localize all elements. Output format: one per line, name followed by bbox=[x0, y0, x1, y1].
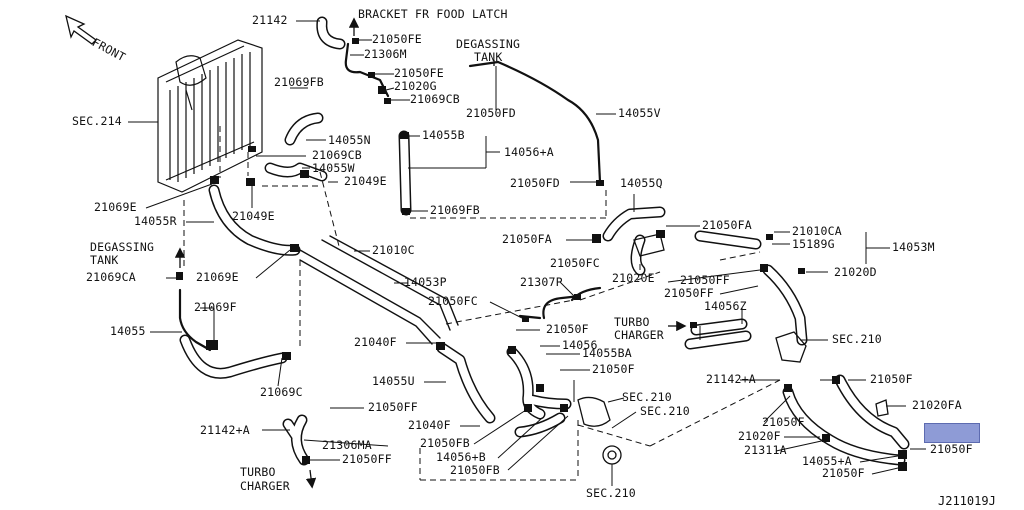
part-label-21069E-a: 21069E bbox=[94, 200, 137, 214]
part-label-14053M: 14053M bbox=[892, 240, 935, 254]
section-label-210-c: SEC.210 bbox=[640, 404, 690, 418]
part-label-14055W: 14055W bbox=[312, 161, 355, 175]
part-label-21020E: 21020E bbox=[612, 271, 655, 285]
part-label-21050FB-b: 21050FB bbox=[450, 463, 500, 477]
part-label-21050FE-b: 21050FE bbox=[394, 66, 444, 80]
diagram-code: J211019J bbox=[938, 494, 996, 508]
part-label-14056Z: 14056Z bbox=[704, 299, 747, 313]
section-label-214: SEC.214 bbox=[72, 114, 122, 128]
front-arrow-icon bbox=[65, 14, 97, 45]
part-label-21040F-b: 21040F bbox=[408, 418, 451, 432]
part-label-14055B: 14055B bbox=[422, 128, 465, 142]
part-label-21050FD-b: 21050FD bbox=[510, 176, 560, 190]
bracket-fr-food-latch-label: BRACKET FR FOOD LATCH bbox=[358, 7, 508, 21]
section-label-210-d: SEC.210 bbox=[586, 486, 636, 500]
degassing-tank-top-tank: TANK bbox=[474, 50, 503, 64]
part-label-21306MA: 21306MA bbox=[322, 438, 372, 452]
part-label-21050F-f: 21050F bbox=[822, 466, 865, 480]
part-label-21049E-a: 21049E bbox=[344, 174, 387, 188]
part-label-21142A-left: 21142+A bbox=[200, 423, 250, 437]
part-label-21050FE-a: 21050FE bbox=[372, 32, 422, 46]
part-label-21050FF-d: 21050FF bbox=[342, 452, 392, 466]
hoses bbox=[178, 16, 910, 466]
part-label-21050FF-b: 21050FF bbox=[664, 286, 714, 300]
part-label-21020G: 21020G bbox=[394, 79, 437, 93]
section-label-210-a: SEC.210 bbox=[832, 332, 882, 346]
part-label-14055R: 14055R bbox=[134, 214, 177, 228]
part-label-14053P: 14053P bbox=[404, 275, 447, 289]
turbo-charger-bottom-charger: CHARGER bbox=[240, 479, 290, 493]
part-label-21142: 21142 bbox=[252, 13, 288, 27]
part-label-14055Q: 14055Q bbox=[620, 176, 663, 190]
part-label-21050F-c: 21050F bbox=[870, 372, 913, 386]
part-label-15189G: 15189G bbox=[792, 237, 835, 251]
part-label-21307P: 21307P bbox=[520, 275, 563, 289]
part-label-21050FC-a: 21050FC bbox=[550, 256, 600, 270]
direction-arrows bbox=[174, 17, 687, 489]
part-label-21142A-right: 21142+A bbox=[706, 372, 756, 386]
part-label-21050FA-a: 21050FA bbox=[702, 218, 752, 232]
part-label-21306M: 21306M bbox=[364, 47, 407, 61]
part-label-21020F: 21020F bbox=[738, 429, 781, 443]
part-label-14056: 14056 bbox=[562, 338, 598, 352]
part-label-21069CA: 21069CA bbox=[86, 270, 136, 284]
part-label-21050FC-b: 21050FC bbox=[428, 294, 478, 308]
part-label-14055N: 14055N bbox=[328, 133, 371, 147]
turbo-charger-bottom-label: TURBO bbox=[240, 465, 276, 479]
part-label-21069FB-a: 21069FB bbox=[274, 75, 324, 89]
part-label-21069CB-a: 21069CB bbox=[410, 92, 460, 106]
part-label-14055V: 14055V bbox=[618, 106, 661, 120]
reference-lines bbox=[183, 126, 781, 481]
part-label-21049E-b: 21049E bbox=[232, 209, 275, 223]
turbo-charger-right-label: TURBO bbox=[614, 315, 650, 329]
part-label-21069FB-b: 21069FB bbox=[430, 203, 480, 217]
part-label-21040F-a: 21040F bbox=[354, 335, 397, 349]
part-label-21020D: 21020D bbox=[834, 265, 877, 279]
radiator bbox=[157, 39, 263, 193]
part-label-21050FD-a: 21050FD bbox=[466, 106, 516, 120]
part-label-21069E-b: 21069E bbox=[196, 270, 239, 284]
part-label-21050F-a: 21050F bbox=[546, 322, 589, 336]
part-label-14055BA: 14055BA bbox=[582, 346, 632, 360]
part-label-21020FA: 21020FA bbox=[912, 398, 962, 412]
part-label-21010C: 21010C bbox=[372, 243, 415, 257]
part-label-21050FF-a: 21050FF bbox=[680, 273, 730, 287]
part-label-14055U: 14055U bbox=[372, 374, 415, 388]
part-label-14055A: 14055+A bbox=[802, 454, 852, 468]
part-label-21069CB-b: 21069CB bbox=[312, 148, 362, 162]
part-label-14056B: 14056+B bbox=[436, 450, 486, 464]
part-label-21069C: 21069C bbox=[260, 385, 303, 399]
part-label-21050FB-a: 21050FB bbox=[420, 436, 470, 450]
part-label-21050FA-b: 21050FA bbox=[502, 232, 552, 246]
leader-lines bbox=[128, 20, 926, 486]
highlighted-part-box[interactable] bbox=[924, 423, 980, 443]
part-label-14056A: 14056+A bbox=[504, 145, 554, 159]
degassing-tank-left-label: DEGASSING bbox=[90, 240, 155, 254]
turbo-charger-right-charger: CHARGER bbox=[614, 328, 664, 342]
section-label-210-b: SEC.210 bbox=[622, 390, 672, 404]
degassing-tank-left-tank: TANK bbox=[90, 253, 119, 267]
part-label-21010CA: 21010CA bbox=[792, 224, 842, 238]
components bbox=[577, 233, 889, 465]
part-label-21050F-d: 21050F bbox=[762, 415, 805, 429]
part-label-21050F-e: 21050F bbox=[930, 442, 973, 456]
part-label-21069F: 21069F bbox=[194, 300, 237, 314]
part-label-21050FF-c: 21050FF bbox=[368, 400, 418, 414]
part-label-21311A: 21311A bbox=[744, 443, 787, 457]
part-label-14055: 14055 bbox=[110, 324, 146, 338]
part-label-21050F-b: 21050F bbox=[592, 362, 635, 376]
degassing-tank-top-label: DEGASSING bbox=[456, 37, 521, 51]
